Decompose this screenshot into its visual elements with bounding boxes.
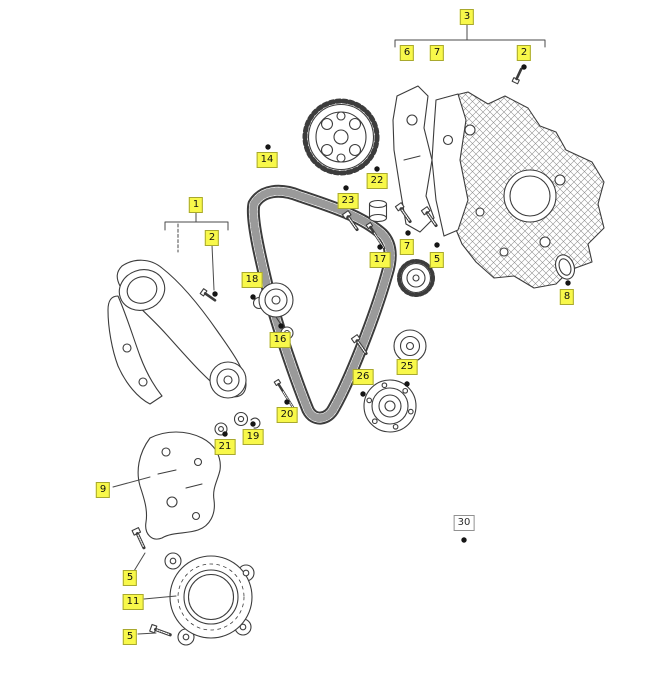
leader-line-5-a [133, 552, 146, 572]
callout-dot-2-top [521, 64, 527, 70]
callout-16[interactable]: 16 [269, 332, 291, 348]
screw-2-top [511, 67, 523, 85]
callout-19[interactable]: 19 [242, 429, 264, 445]
callout-22[interactable]: 22 [366, 173, 388, 189]
camshaft-sprocket [302, 98, 380, 176]
stud-17 [365, 221, 386, 250]
leader-line-2-left [211, 244, 215, 291]
leader-line-9 [112, 476, 151, 488]
callout-dot-18 [250, 294, 256, 300]
callout-dot-17 [377, 244, 383, 250]
callout-9[interactable]: 9 [95, 482, 111, 498]
callout-1[interactable]: 1 [188, 197, 204, 213]
callout-7[interactable]: 7 [399, 239, 415, 255]
bolt-23 [341, 210, 359, 232]
bolt-5-right [420, 206, 438, 228]
callout-2[interactable]: 2 [516, 45, 532, 61]
callout-14[interactable]: 14 [256, 152, 278, 168]
callout-dot-7-mid [405, 230, 411, 236]
callout-5[interactable]: 5 [122, 570, 138, 586]
callout-dot-20 [284, 399, 290, 405]
callout-dot-21 [222, 431, 228, 437]
callout-dot-23 [343, 185, 349, 191]
water-pump [363, 379, 417, 433]
callout-dot-16 [278, 323, 284, 329]
callout-23[interactable]: 23 [337, 193, 359, 209]
callout-dot-19 [250, 421, 256, 427]
callout-2[interactable]: 2 [204, 230, 220, 246]
callout-21[interactable]: 21 [214, 439, 236, 455]
callout-3[interactable]: 3 [459, 9, 475, 25]
idler-pulley [393, 329, 427, 363]
upper-timing-cover [392, 85, 435, 233]
bracket-1 [164, 221, 229, 231]
callout-dot-26 [360, 391, 366, 397]
screw-2-left [199, 288, 217, 302]
engine-bracket [107, 259, 247, 405]
roller-pin [368, 199, 388, 223]
callout-dot-5-mid [434, 242, 440, 248]
bolt-5-bottom [149, 623, 172, 637]
callout-dot-30 [461, 537, 467, 543]
callout-8[interactable]: 8 [559, 289, 575, 305]
stud-20 [273, 378, 295, 410]
bolt-26 [350, 334, 368, 356]
bolt-7 [394, 202, 412, 224]
callout-20[interactable]: 20 [276, 407, 298, 423]
fasteners [131, 67, 523, 637]
callout-6[interactable]: 6 [399, 45, 415, 61]
callout-18[interactable]: 18 [241, 272, 263, 288]
callout-5[interactable]: 5 [429, 252, 445, 268]
callout-overlay [112, 23, 571, 635]
callout-dot-22 [374, 166, 380, 172]
callout-11[interactable]: 11 [122, 594, 144, 610]
center-timing-cover [431, 93, 469, 237]
callout-7[interactable]: 7 [429, 45, 445, 61]
rear-timing-cover [437, 91, 605, 289]
seal-ring [554, 254, 576, 280]
crankshaft-sprocket [397, 259, 435, 297]
callout-30[interactable]: 30 [453, 515, 475, 531]
inner-plate [137, 431, 221, 540]
bracket-3 [394, 39, 546, 48]
lower-cover [164, 552, 255, 646]
bolt-5-lower-left [131, 527, 146, 550]
callout-dot-8 [565, 280, 571, 286]
callout-dot-25 [404, 381, 410, 387]
callout-26[interactable]: 26 [352, 369, 374, 385]
leader-line-11 [143, 595, 177, 600]
callout-dot-2-left [212, 291, 218, 297]
leader-line-5-b [137, 632, 157, 635]
callout-5[interactable]: 5 [122, 629, 138, 645]
callout-dot-14 [265, 144, 271, 150]
callout-25[interactable]: 25 [396, 359, 418, 375]
callout-17[interactable]: 17 [369, 252, 391, 268]
